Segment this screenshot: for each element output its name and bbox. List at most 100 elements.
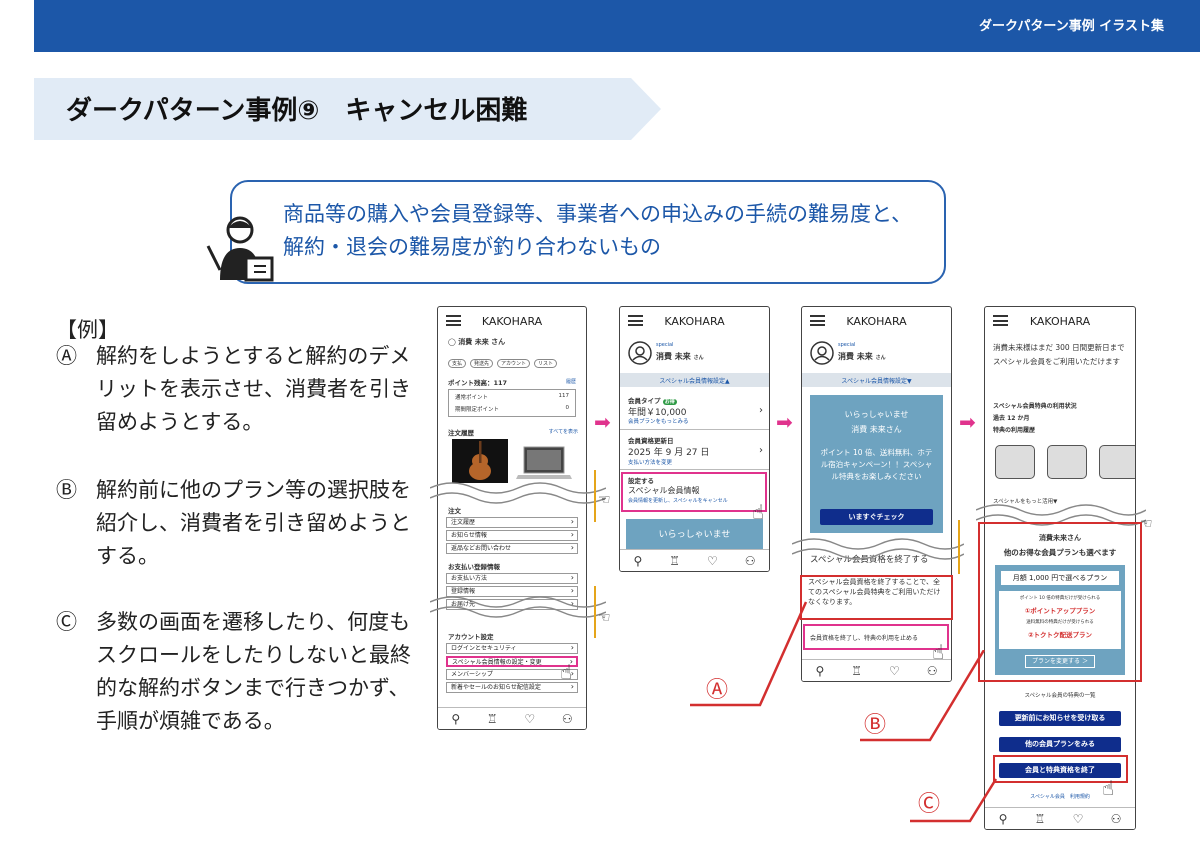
account-row-special[interactable]: スペシャル会員情報の設定・変更 [446, 656, 578, 667]
plan-line-2: 送料無料の特典だけが受けられる [1026, 620, 1094, 625]
settings-bar[interactable]: スペシャル会員情報設定▼ [802, 373, 951, 387]
plan-option-1[interactable]: ①ポイントアッププラン [1024, 607, 1096, 615]
search-icon[interactable]: ⚲ [451, 711, 461, 726]
chevron-right-icon[interactable]: › [759, 445, 763, 456]
order-row-notice[interactable]: お知らせ情報 [446, 530, 578, 541]
order-row-history[interactable]: 注文履歴 [446, 517, 578, 528]
hand-icon: ☜ [598, 610, 611, 626]
highlight-warning-a [800, 575, 953, 620]
guitar-image[interactable] [452, 439, 508, 483]
title-banner [34, 78, 661, 140]
chip-ship[interactable]: 発送先 [470, 359, 494, 368]
offer-title: 他のお得な会員プランも選べます [1003, 548, 1117, 557]
phone4-header: KAKOHARA [985, 307, 1135, 333]
heart-icon[interactable]: ♡ [524, 711, 536, 726]
tshirt-icon[interactable]: ♖ [1034, 811, 1046, 826]
setting-label: 設定する [628, 477, 654, 485]
hamburger-icon[interactable] [810, 315, 825, 326]
search-icon[interactable]: ⚲ [633, 553, 643, 568]
benefit-list-title: スペシャル会員の特典の一覧 [1024, 693, 1096, 699]
other-plans-button[interactable]: 他の会員プランをみる [999, 737, 1121, 752]
heart-icon[interactable]: ♡ [1072, 811, 1084, 826]
account-row-membership[interactable]: メンバーシップ [446, 669, 578, 680]
search-icon[interactable]: ⚲ [998, 811, 1008, 826]
example-b-text: 解約前に他のプラン等の選択肢を紹介し、消費者を引き留めようとする。 [96, 478, 411, 568]
brand-name: KAKOHARA [846, 315, 907, 328]
end-membership-final-button[interactable]: 会員と特典資格を終了 [999, 763, 1121, 778]
points-history-link[interactable]: 履歴 [565, 379, 576, 385]
promo-text: ポイント 10 倍、送料無料、ホテル宿泊キャンペーン！！スペシャル特典をお楽しみ… [820, 448, 933, 481]
plan-title: 月額 1,000 円で選べるプラン [1001, 571, 1119, 585]
heart-icon[interactable]: ♡ [706, 553, 718, 568]
example-b-mark: Ⓑ [56, 478, 77, 502]
benefit-tile[interactable] [1047, 445, 1087, 479]
tshirt-icon[interactable]: ♖ [486, 711, 498, 726]
tshirt-icon[interactable]: ♖ [669, 553, 681, 568]
tshirt-icon[interactable]: ♖ [851, 663, 863, 678]
type-link[interactable]: 会員プランをもっとみる [628, 419, 689, 425]
user-name-text: 消費 未来 [838, 352, 873, 361]
orders-more-link[interactable]: すべてを表示 [548, 429, 578, 435]
plan-line-1: ポイント 10 倍の特典だけが受けられる [1019, 596, 1101, 601]
definition-box [230, 180, 946, 284]
account-row-login[interactable]: ログインとセキュリティ [446, 643, 578, 654]
scroll-arrow-3 [958, 520, 960, 574]
laptop-image[interactable] [516, 445, 572, 481]
user-name: 消費 未来 さん [656, 351, 704, 362]
definition-text: 商品等の購入や会員登録等、事業者への申込みの手続の難易度と、解約・退会の難易度が… [283, 202, 913, 259]
change-plan-button[interactable]: プランを変更する ＞ [1025, 655, 1095, 668]
person-icon[interactable]: ⚇ [561, 711, 573, 726]
end-membership-button[interactable]: 会員資格を終了し、特典の利用を止める [810, 635, 919, 642]
header-title: ダークパターン事例 イラスト集 [979, 19, 1164, 34]
renew-date: 2025 年 9 月 27 日 [628, 448, 710, 458]
order-row-returns[interactable]: 返品などお問い合わせ [446, 543, 578, 554]
notify-before-renewal-button[interactable]: 更新前にお知らせを受け取る [999, 711, 1121, 726]
type-label-text: 会員タイプ [628, 397, 661, 405]
benefit-tile[interactable] [995, 445, 1035, 479]
divider [620, 429, 769, 430]
renew-link[interactable]: 支払い方法を変更 [628, 460, 673, 466]
hamburger-icon[interactable] [993, 315, 1008, 326]
heart-icon[interactable]: ♡ [888, 663, 900, 678]
chip-pay[interactable]: 支払 [448, 359, 467, 368]
benefit-tile[interactable] [1099, 445, 1135, 479]
hand-icon: ☜ [1140, 516, 1153, 532]
status-history: 特典の利用履歴 [993, 427, 1036, 434]
special-tag: special [838, 342, 856, 348]
search-icon[interactable]: ⚲ [815, 663, 825, 678]
pay-row-registration[interactable]: 登録情報 [446, 586, 578, 597]
account-row-newsletter[interactable]: 新着やセールのお知らせ配信設定 [446, 682, 578, 693]
hand-icon: ☜ [598, 492, 611, 508]
orders-title: 注文履歴 [448, 429, 474, 437]
pay-row-method[interactable]: お支払い方法 [446, 573, 578, 584]
pointer-hand-icon: ☝ [1102, 776, 1115, 800]
person-icon[interactable]: ⚇ [926, 663, 938, 678]
footer-links[interactable]: スペシャル会員 利用規約 [1030, 794, 1090, 800]
chevron-right-icon[interactable]: › [759, 405, 763, 416]
chip-row: 支払 発送先 アカウント リスト [448, 359, 558, 368]
status-title: スペシャル会員特典の利用状況 [993, 403, 1077, 410]
hamburger-icon[interactable] [446, 315, 461, 326]
more-benefits-link[interactable]: スペシャルをもっと活用▼ [993, 499, 1058, 505]
flow-arrow-2: ➡ [776, 410, 793, 434]
plan-options: ポイント 10 倍の特典だけが受けられる ①ポイントアッププラン 送料無料の特典… [999, 591, 1121, 649]
pay-row-address[interactable]: お届け先 [446, 599, 578, 610]
welcome-line2: 消費 未来さん [851, 425, 902, 434]
chip-account[interactable]: アカウント [497, 359, 531, 368]
cancel-special-link[interactable]: 会員情報を更新し、スペシャルをキャンセル [628, 498, 728, 504]
flow-arrow-3: ➡ [959, 410, 976, 434]
check-now-button[interactable]: いますぐチェック [820, 509, 933, 525]
person-icon[interactable]: ⚇ [744, 553, 756, 568]
hamburger-icon[interactable] [628, 315, 643, 326]
user-name: ◯ 消費 未来 さん [448, 338, 506, 346]
plan-option-2[interactable]: ②トクトク配送プラン [1027, 631, 1092, 639]
brand-name: KAKOHARA [664, 315, 725, 328]
label-c: Ⓒ [918, 792, 941, 817]
limited-points-label: 期間限定ポイント [455, 407, 500, 413]
chip-list[interactable]: リスト [534, 359, 558, 368]
highlight-final-button-c [993, 755, 1128, 783]
person-icon[interactable]: ⚇ [1110, 811, 1122, 826]
flow-arrow-1: ➡ [594, 410, 611, 434]
welcome-banner: いらっしゃいませ [626, 519, 763, 551]
settings-bar[interactable]: スペシャル会員情報設定▲ [620, 373, 769, 387]
